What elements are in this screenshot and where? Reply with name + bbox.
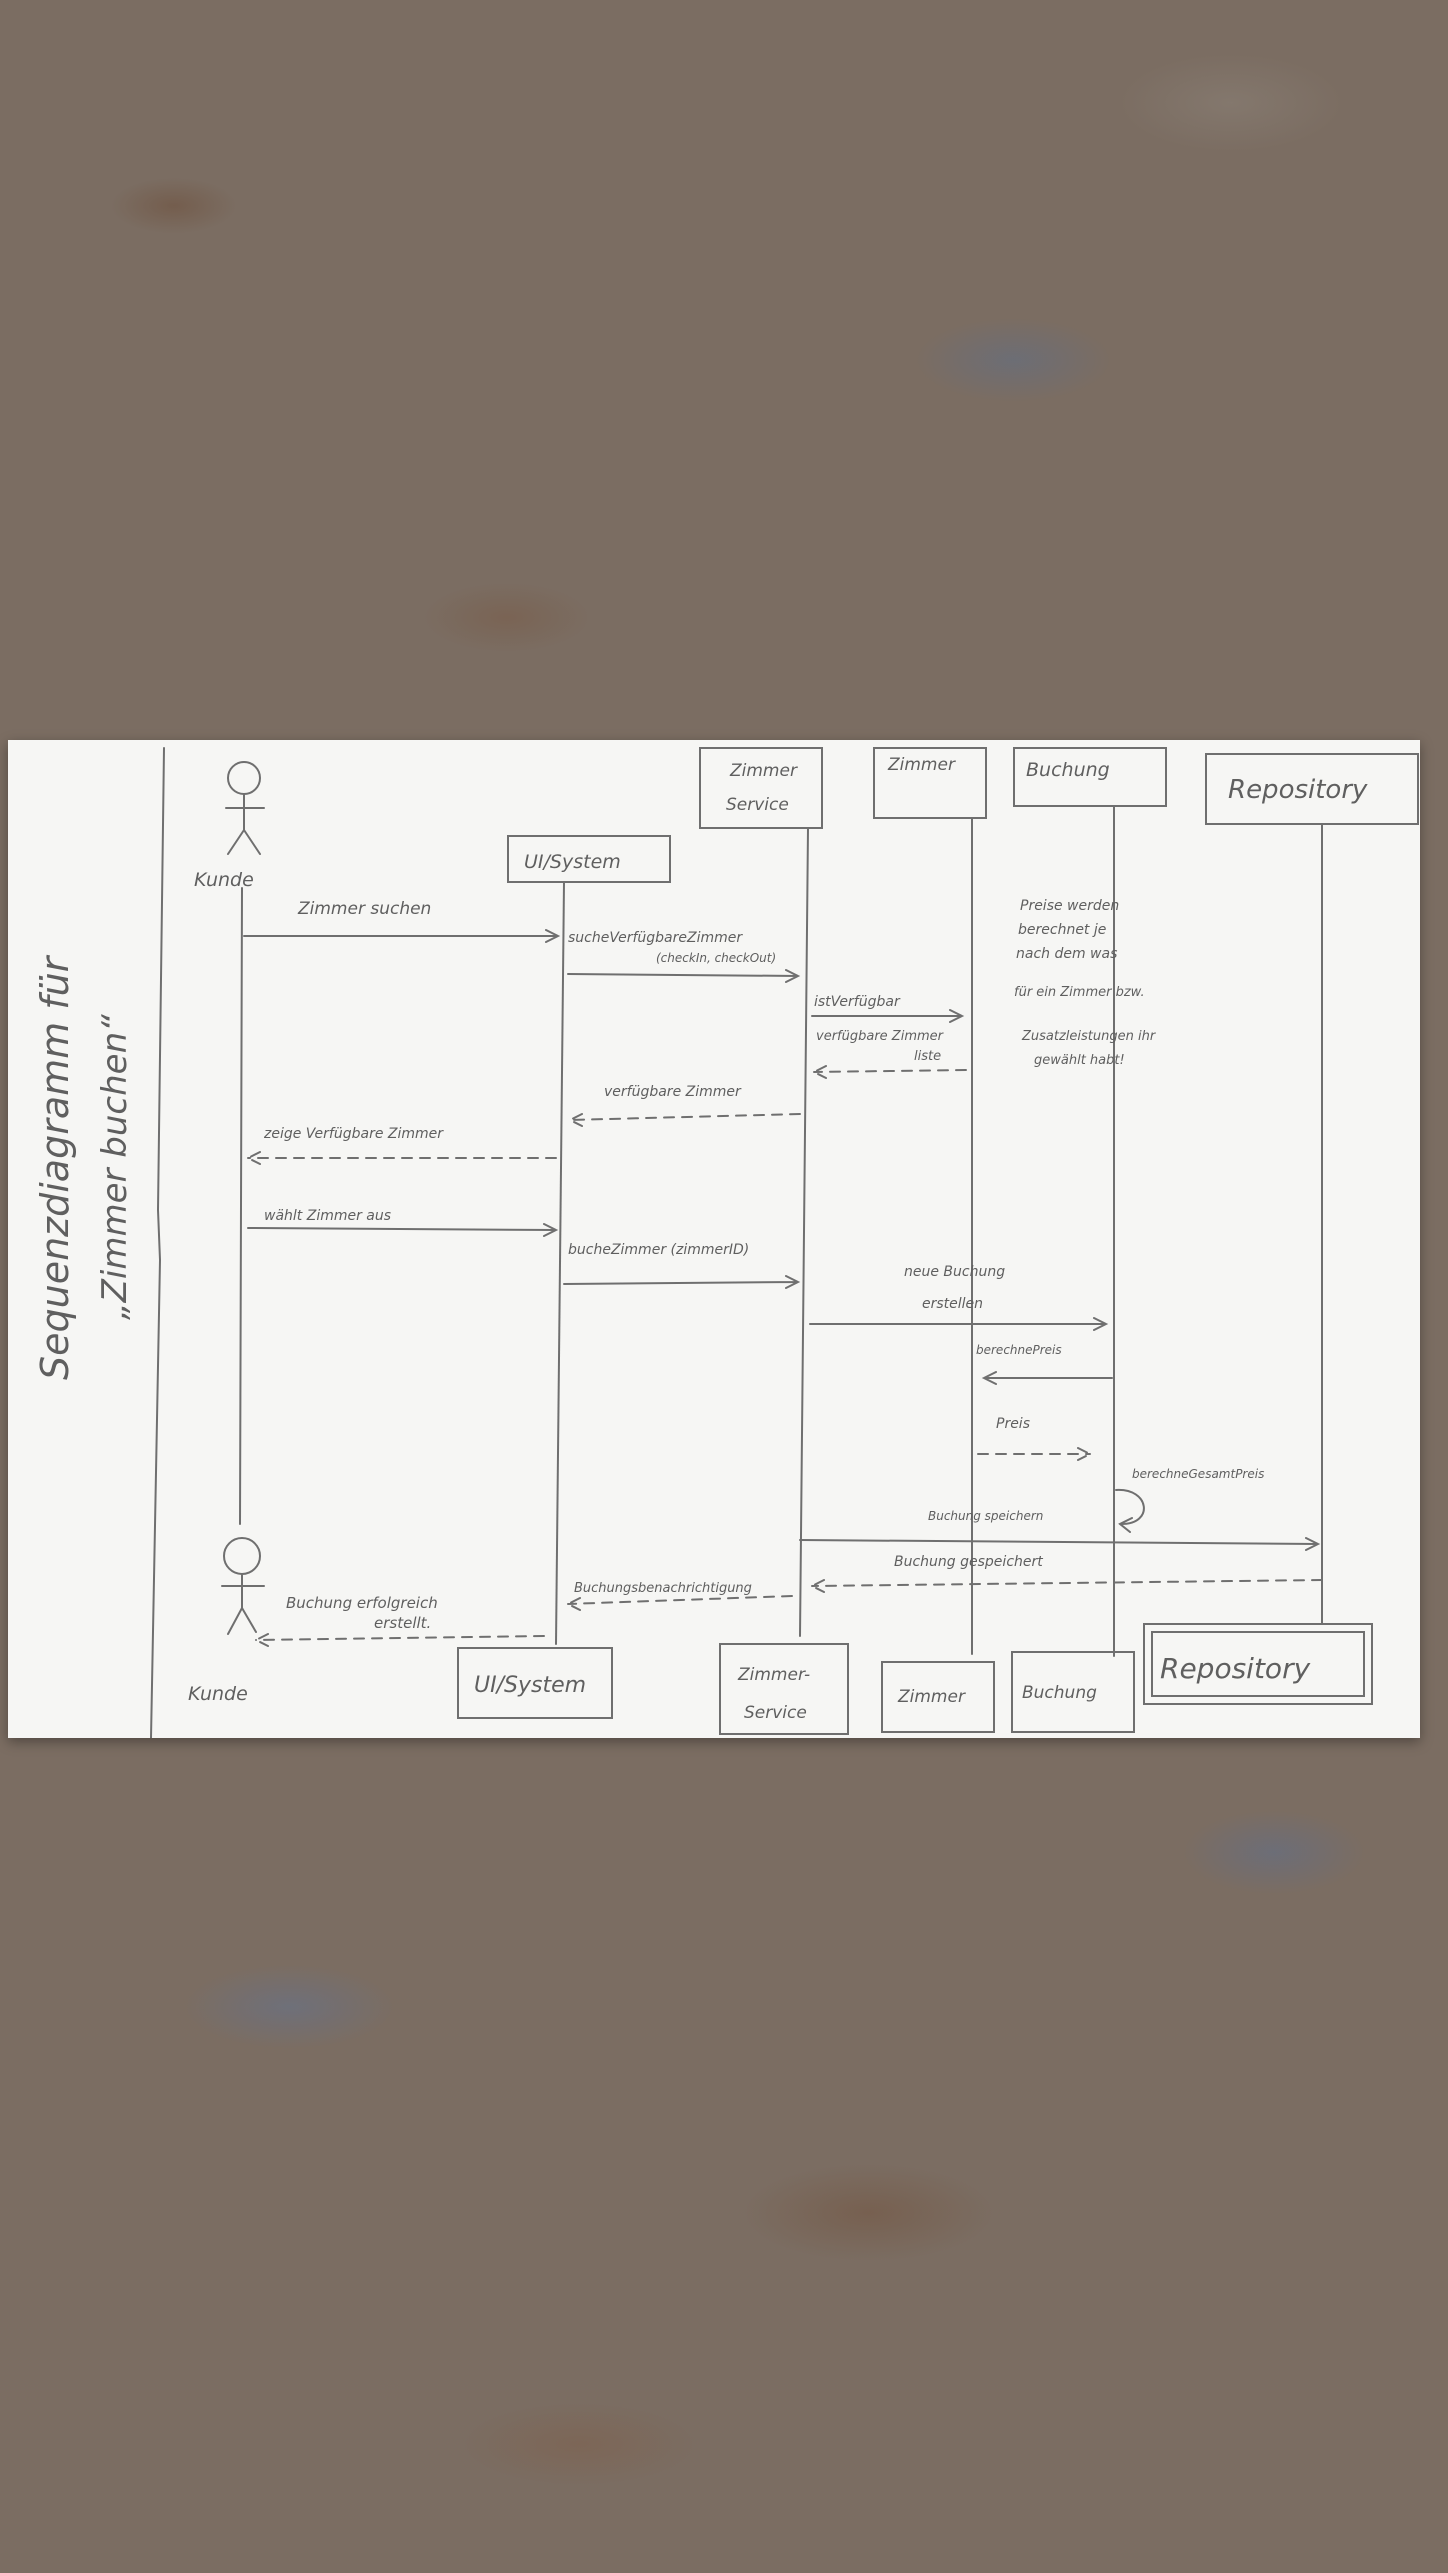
msg-label: Buchung speichern	[928, 1509, 1043, 1523]
arrow	[811, 1065, 967, 1079]
arrow	[981, 1371, 1113, 1385]
buchung-label-bottom: Buchung	[1022, 1683, 1097, 1703]
message-zimmer-suchen: Zimmer suchen	[243, 899, 561, 943]
message-preis: Preis	[977, 1416, 1093, 1461]
arrow	[567, 1113, 801, 1127]
kunde-label-top: Kunde	[194, 869, 254, 891]
msg-label-2: erstellen	[922, 1296, 983, 1312]
repository-box-bottom: Repository	[1143, 1623, 1373, 1705]
msg-label-2: erstellt.	[374, 1614, 431, 1632]
diagram-title: Sequenzdiagramm für „Zimmer buchen“	[33, 954, 135, 1380]
actor-head	[227, 761, 261, 795]
self-call-arrow	[1115, 1488, 1145, 1533]
note-line-6: gewählt habt!	[1034, 1053, 1125, 1068]
sequence-diagram-sheet: Sequenzdiagramm für „Zimmer buchen“ Kund…	[8, 740, 1420, 1738]
actor-head	[223, 1537, 261, 1575]
zimmer-service-box-top: Zimmer Service	[699, 747, 823, 829]
msg-label: Buchung erfolgreich	[286, 1594, 438, 1612]
msg-label: verfügbare Zimmer	[816, 1029, 945, 1044]
lifelines	[239, 805, 1323, 1657]
msg-label-2: (checkIn, checkOut)	[656, 951, 776, 965]
note-line-4: für ein Zimmer bzw.	[1014, 985, 1145, 1000]
ui-system-box-top: UI/System	[507, 835, 671, 883]
zimmer-service-box-bottom: Zimmer- Service	[719, 1643, 849, 1735]
zimmer-box-top: Zimmer	[873, 747, 987, 819]
buchung-box-top: Buchung	[1013, 747, 1167, 807]
message-suche-verfuegbare-zimmer: sucheVerfügbareZimmer (checkIn, checkOut…	[567, 930, 801, 983]
lifeline-zimmer-service	[799, 827, 809, 1637]
msg-label: wählt Zimmer aus	[264, 1208, 391, 1224]
title-line-1: Sequenzdiagramm für	[33, 954, 77, 1380]
msg-label: zeige Verfügbare Zimmer	[263, 1126, 444, 1142]
msg-label-2: liste	[914, 1049, 941, 1064]
title-line-2: „Zimmer buchen“	[95, 1014, 135, 1320]
zs-top-line-1: Zimmer	[729, 761, 798, 781]
message-verfuegbare-zimmer: verfügbare Zimmer	[567, 1084, 801, 1127]
note-line-5: Zusatzleistungen ihr	[1021, 1029, 1157, 1044]
arrow	[563, 1275, 801, 1289]
zs-bottom-line-2: Service	[744, 1703, 807, 1723]
arrow	[247, 1223, 559, 1237]
zs-top-line-2: Service	[726, 795, 789, 815]
ui-system-box-bottom: UI/System	[457, 1647, 613, 1719]
margin-line	[150, 747, 165, 1738]
arrow	[809, 1317, 1109, 1331]
repository-label-bottom: Repository	[1160, 1652, 1311, 1685]
msg-label: Preis	[996, 1416, 1030, 1432]
zimmer-label-top: Zimmer	[887, 755, 956, 775]
msg-label: verfügbare Zimmer	[604, 1084, 742, 1100]
message-waehlt-zimmer-aus: wählt Zimmer aus	[247, 1208, 559, 1237]
arrow	[809, 1579, 1323, 1593]
msg-label: neue Buchung	[904, 1264, 1005, 1280]
msg-label: berechneGesamtPreis	[1132, 1467, 1264, 1481]
kunde-actor-top: Kunde	[194, 761, 265, 891]
arrow	[567, 969, 801, 983]
msg-label: Zimmer suchen	[297, 899, 431, 919]
ui-label-top: UI/System	[524, 851, 621, 873]
msg-label: istVerfügbar	[814, 994, 901, 1010]
price-note: Preise werden berechnet je nach dem was …	[1014, 898, 1157, 1068]
lifeline-ui	[555, 881, 565, 1645]
message-ist-verfuegbar: istVerfügbar	[811, 994, 965, 1023]
arrow	[799, 1537, 1321, 1551]
arrow	[977, 1447, 1093, 1461]
lifeline-kunde	[239, 887, 243, 1525]
zs-bottom-line-1: Zimmer-	[737, 1665, 810, 1685]
message-berechne-preis: berechnePreis	[976, 1343, 1113, 1385]
message-neue-buchung-erstellen: neue Buchung erstellen	[809, 1264, 1109, 1331]
buchung-label-top: Buchung	[1026, 759, 1110, 781]
message-buchung-gespeichert: Buchung gespeichert	[809, 1554, 1323, 1593]
msg-label: bucheZimmer (zimmerID)	[568, 1242, 749, 1258]
msg-label: sucheVerfügbareZimmer	[568, 930, 743, 946]
message-buchungsbenachrichtigung: Buchungsbenachrichtigung	[565, 1581, 793, 1611]
actor-body	[225, 793, 265, 855]
arrow	[243, 929, 561, 943]
note-line-3: nach dem was	[1016, 946, 1117, 962]
note-line-2: berechnet je	[1018, 922, 1106, 938]
message-verfuegbare-zimmer-liste: verfügbare Zimmer liste	[811, 1029, 967, 1079]
buchung-box-bottom: Buchung	[1011, 1651, 1135, 1733]
message-zeige-verfuegbare-zimmer: zeige Verfügbare Zimmer	[245, 1126, 557, 1165]
repository-box-top: Repository	[1205, 753, 1419, 825]
msg-label: Buchung gespeichert	[894, 1554, 1043, 1570]
ui-label-bottom: UI/System	[474, 1673, 586, 1698]
message-buchung-erfolgreich: Buchung erfolgreich erstellt.	[253, 1594, 545, 1647]
zimmer-label-bottom: Zimmer	[897, 1687, 966, 1707]
repository-label-top: Repository	[1228, 775, 1368, 805]
message-berechne-gesamt-preis: berechneGesamtPreis	[1115, 1467, 1264, 1533]
msg-label: Buchungsbenachrichtigung	[574, 1581, 752, 1596]
message-buche-zimmer: bucheZimmer (zimmerID)	[563, 1242, 801, 1289]
message-buchung-speichern: Buchung speichern	[799, 1509, 1321, 1551]
kunde-actor-bottom: Kunde	[188, 1537, 265, 1705]
actor-body	[221, 1573, 265, 1635]
kunde-label-bottom: Kunde	[188, 1683, 248, 1705]
arrow	[811, 1009, 965, 1023]
arrow	[565, 1595, 793, 1611]
zimmer-box-bottom: Zimmer	[881, 1661, 995, 1733]
arrow	[245, 1151, 557, 1165]
arrow	[253, 1633, 545, 1647]
msg-label: berechnePreis	[976, 1343, 1062, 1357]
sequence-diagram: Sequenzdiagramm für „Zimmer buchen“ Kund…	[33, 747, 1419, 1738]
note-line-1: Preise werden	[1020, 898, 1119, 914]
